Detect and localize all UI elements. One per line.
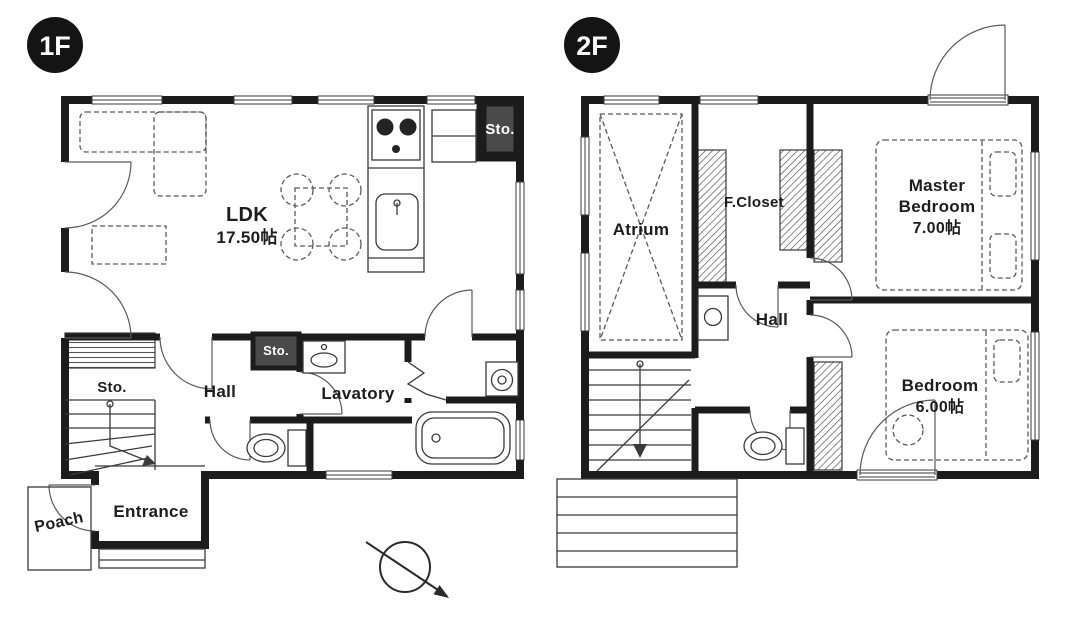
- badge-1f-circle: [27, 17, 83, 73]
- bedroom-closet: [813, 361, 843, 471]
- entrance-steps: [95, 465, 206, 569]
- bath-folding-door-icon: [406, 361, 447, 401]
- label-lavatory: Lavatory: [321, 384, 395, 403]
- bedroom-window-swing-icon: [859, 399, 936, 476]
- label-bedroom-size: 6.00帖: [916, 397, 965, 416]
- label-hall-1f: Hall: [204, 382, 236, 401]
- closet-hatches-2f: [697, 149, 843, 471]
- windows-1f: [91, 95, 525, 480]
- kitchen-counter: [367, 105, 425, 273]
- coffee-table: [91, 225, 167, 265]
- label-entrance: Entrance: [113, 502, 188, 521]
- windows-2f: [580, 94, 1040, 481]
- toilet-door-icon-1f: [209, 419, 251, 461]
- dining-set: [280, 173, 362, 261]
- label-master-line1: Master: [909, 176, 966, 195]
- master-bed: [875, 139, 1023, 291]
- storage-box-mid-1f: [250, 331, 302, 371]
- walls-1f: [61, 96, 524, 549]
- roof-eaves: [556, 478, 738, 568]
- sofa: [79, 111, 207, 197]
- stairs-1f: [64, 399, 156, 476]
- compass-icon: [365, 541, 449, 598]
- label-master-line2: Bedroom: [899, 197, 976, 216]
- kitchen-sink-icon: [375, 193, 419, 251]
- label-ldk: LDK: [226, 204, 268, 226]
- master-window-swing-icon: [929, 24, 1006, 101]
- label-f-closet: F.Closet: [724, 194, 784, 211]
- poach-outline: [27, 486, 92, 571]
- badge-1f-label: 1F: [39, 31, 71, 61]
- label-master-size: 7.00帖: [913, 218, 962, 237]
- lavatory-sink-icon: [302, 340, 346, 374]
- badge-2f-label: 2F: [576, 31, 608, 61]
- floor-2f: 2F: [556, 17, 1040, 568]
- toilet-icon-1f: [246, 429, 307, 467]
- f-closet-shelf-right: [779, 149, 809, 251]
- label-hall-2f: Hall: [756, 310, 788, 329]
- floor-badge-2f: 2F: [564, 17, 620, 73]
- label-sto-top: Sto.: [485, 121, 515, 138]
- f-closet-shelf-left: [697, 149, 727, 284]
- label-ldk-size: 17.50帖: [216, 227, 277, 247]
- badge-2f-circle: [564, 17, 620, 73]
- atrium-void: [599, 113, 683, 341]
- refrigerator-icon: [431, 109, 477, 163]
- hall-door-icon: [159, 336, 213, 390]
- master-door-icon: [809, 257, 853, 301]
- stairs-2f: [589, 360, 691, 472]
- hall-washbasin-icon: [697, 295, 729, 341]
- front-door-icon: [48, 484, 96, 532]
- label-sto-left: Sto.: [97, 379, 127, 396]
- label-bedroom: Bedroom: [902, 376, 979, 395]
- bathtub-icon: [415, 411, 511, 465]
- floor-badge-1f: 1F: [27, 17, 83, 73]
- walls-2f: [581, 96, 1039, 479]
- doors-2f: [735, 24, 1006, 476]
- f-closet-door-icon: [735, 284, 779, 328]
- label-sto-mid: Sto.: [263, 343, 289, 358]
- floor-1f: 1F: [27, 17, 525, 571]
- master-closet: [813, 149, 843, 263]
- storage-room-top-1f: [481, 101, 519, 157]
- label-atrium: Atrium: [613, 220, 670, 239]
- washing-machine-icon: [485, 361, 519, 397]
- garden-door-upper-icon: [64, 161, 132, 229]
- garden-door-lower-icon: [64, 271, 132, 339]
- stove-icon: [371, 109, 421, 161]
- bedroom-door-icon: [809, 314, 853, 358]
- toilet-icon-2f: [743, 427, 805, 465]
- label-poach: Poach: [33, 509, 85, 536]
- bedroom-bed: [885, 329, 1029, 461]
- washroom-door-icon: [424, 289, 473, 338]
